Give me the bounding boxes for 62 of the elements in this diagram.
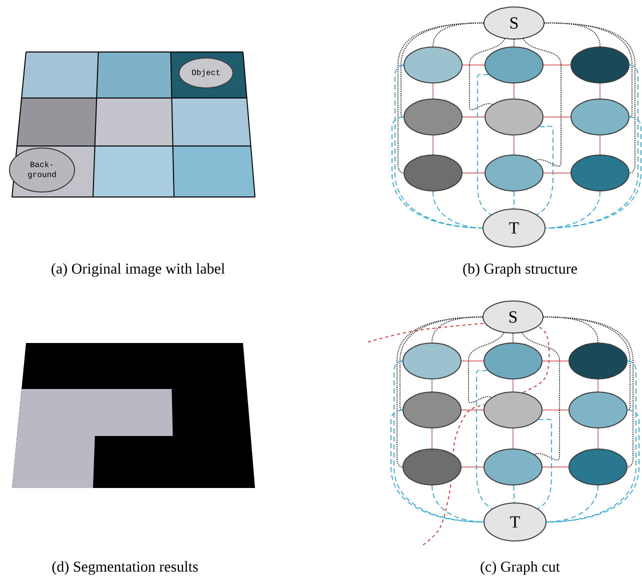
connector-line	[538, 418, 552, 510]
graph-node	[484, 46, 544, 84]
connector-line	[542, 360, 569, 362]
connector-line	[544, 22, 636, 174]
connector-line	[398, 22, 484, 174]
connector-line	[543, 316, 634, 468]
graph-node	[568, 392, 628, 428]
graph-node	[484, 342, 542, 380]
connector-line	[543, 116, 571, 118]
terminal-node: T	[484, 502, 546, 542]
connector-line	[545, 116, 642, 228]
graph-node	[484, 392, 542, 428]
connector-line	[432, 135, 434, 155]
graph-node	[570, 46, 630, 84]
connector-line	[469, 38, 506, 110]
connector-line	[396, 316, 483, 468]
graph-node	[484, 98, 544, 136]
connector-line	[545, 191, 600, 228]
connector-line	[462, 172, 485, 174]
graph-node	[402, 448, 462, 486]
panel-caption: (c) Graph cut	[480, 561, 560, 575]
graph-node	[402, 392, 462, 428]
connector-line	[461, 466, 484, 468]
connector-line	[513, 485, 515, 503]
graph-node	[570, 154, 630, 192]
connector-line	[432, 485, 484, 522]
terminal-node: S	[482, 300, 544, 334]
connector-line	[462, 64, 485, 66]
graph-node	[404, 154, 462, 192]
connector-line	[399, 316, 483, 410]
graph-node	[402, 342, 462, 380]
connector-line	[476, 370, 492, 510]
connector-line	[536, 126, 554, 216]
graph-node	[568, 448, 628, 486]
panel-caption: (a) Original image with label	[52, 263, 225, 277]
connector-line	[512, 379, 514, 392]
panel-caption: (d) Segmentation results	[52, 561, 198, 575]
terminal-node: T	[482, 208, 546, 248]
connector-line	[543, 172, 571, 174]
connector-line	[512, 333, 514, 343]
connector-line	[432, 191, 483, 228]
connector-line	[462, 116, 485, 118]
graph-node	[404, 98, 462, 136]
graph-node	[404, 46, 462, 84]
panel-caption: (b) Graph structure	[463, 263, 577, 277]
connector-line	[512, 428, 514, 449]
connector-line	[394, 360, 484, 522]
connector-line	[477, 74, 492, 216]
connector-line	[543, 64, 571, 66]
connector-line	[468, 332, 504, 404]
graph-node	[570, 98, 630, 136]
connector-line	[546, 360, 636, 522]
connector-line	[432, 83, 434, 99]
connector-line	[461, 360, 484, 362]
graph-node	[484, 448, 542, 486]
connector-line	[542, 466, 569, 468]
connector-line	[522, 38, 562, 167]
terminal-node: S	[484, 6, 544, 40]
connector-line	[546, 485, 598, 522]
graph-node	[568, 342, 628, 380]
graph-node	[484, 154, 544, 192]
connector-line	[522, 332, 560, 460]
